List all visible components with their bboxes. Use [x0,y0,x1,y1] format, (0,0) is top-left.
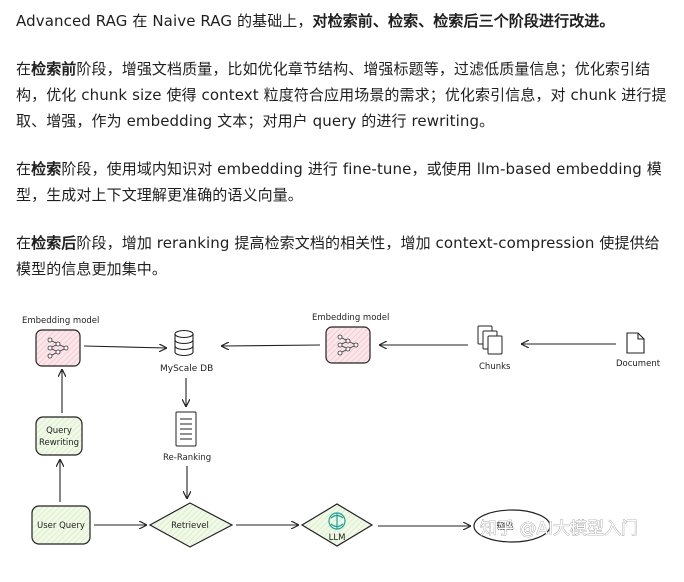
query-rewriting-label-1: Query [46,426,72,436]
user-query-node: User Query [31,505,91,545]
myscale-db-label: MyScale DB [160,364,213,374]
embedding-model-right-label: Embedding model [312,313,389,323]
database-icon [174,329,194,357]
watermark: 知乎 @AI大模型入门 [480,519,638,539]
embedding-model-left-node [35,329,81,367]
pre-retrieval-bold: 检索前 [31,60,77,78]
document-icon [626,332,645,354]
intro-text: Advanced RAG 在 Naive RAG 的基础上， [16,12,313,30]
retrieval-bold: 检索 [31,160,62,178]
paragraph-intro: Advanced RAG 在 Naive RAG 的基础上，对检索前、检索、检索… [16,8,672,34]
article-text: Advanced RAG 在 Naive RAG 的基础上，对检索前、检索、检索… [16,8,672,304]
retrievel-node: Retrievel [148,502,234,548]
intro-bold-text: 对检索前、检索、检索后三个阶段进行改进。 [312,12,615,30]
embedding-model-left-label: Embedding model [22,316,99,326]
retrieval-text: 阶段，使用域内知识对 embedding 进行 fine-tune，或使用 ll… [16,160,662,204]
llm-label: LLM [329,533,346,543]
advanced-rag-diagram: Embedding model Embedding model MyScale … [22,313,661,548]
re-ranking-icon [175,411,197,447]
post-retrieval-prefix: 在 [16,234,32,252]
output-label: 输出 [496,521,513,532]
post-retrieval-bold: 检索后 [31,234,77,252]
chunks-icon [477,325,503,355]
user-query-label: User Query [37,521,85,531]
paragraph-pre-retrieval: 在检索前阶段，增强文档质量，比如优化章节结构、增强标题等，过滤低质量信息；优化索… [16,56,672,134]
pre-retrieval-text: 阶段，增强文档质量，比如优化章节结构、增强标题等，过滤低质量信息；优化索引结构，… [16,60,667,130]
paragraph-retrieval: 在检索阶段，使用域内知识对 embedding 进行 fine-tune，或使用… [16,156,672,208]
query-rewriting-node: Query Rewriting [35,416,83,456]
flow-arrows [60,344,616,526]
query-rewriting-label-2: Rewriting [39,438,79,448]
arrow-embedding-left-to-db [83,346,166,348]
post-retrieval-text: 阶段，增加 reranking 提高检索文档的相关性，增加 context-co… [16,234,660,278]
llm-brain-icon [328,512,346,530]
arrow-embedding-to-db [222,345,321,346]
neural-network-icon [337,334,359,356]
re-ranking-label: Re-Ranking [163,453,211,463]
paragraph-post-retrieval: 在检索后阶段，增加 reranking 提高检索文档的相关性，增加 contex… [16,230,672,282]
output-node: 输出 [473,509,551,543]
pre-retrieval-prefix: 在 [16,60,32,78]
llm-node: LLM [300,503,374,547]
embedding-model-right-node [325,326,371,364]
document-label: Document [616,359,661,369]
retrieval-prefix: 在 [16,160,32,178]
retrievel-label: Retrievel [171,521,209,531]
chunks-label: Chunks [479,362,511,372]
neural-network-icon [47,337,69,359]
